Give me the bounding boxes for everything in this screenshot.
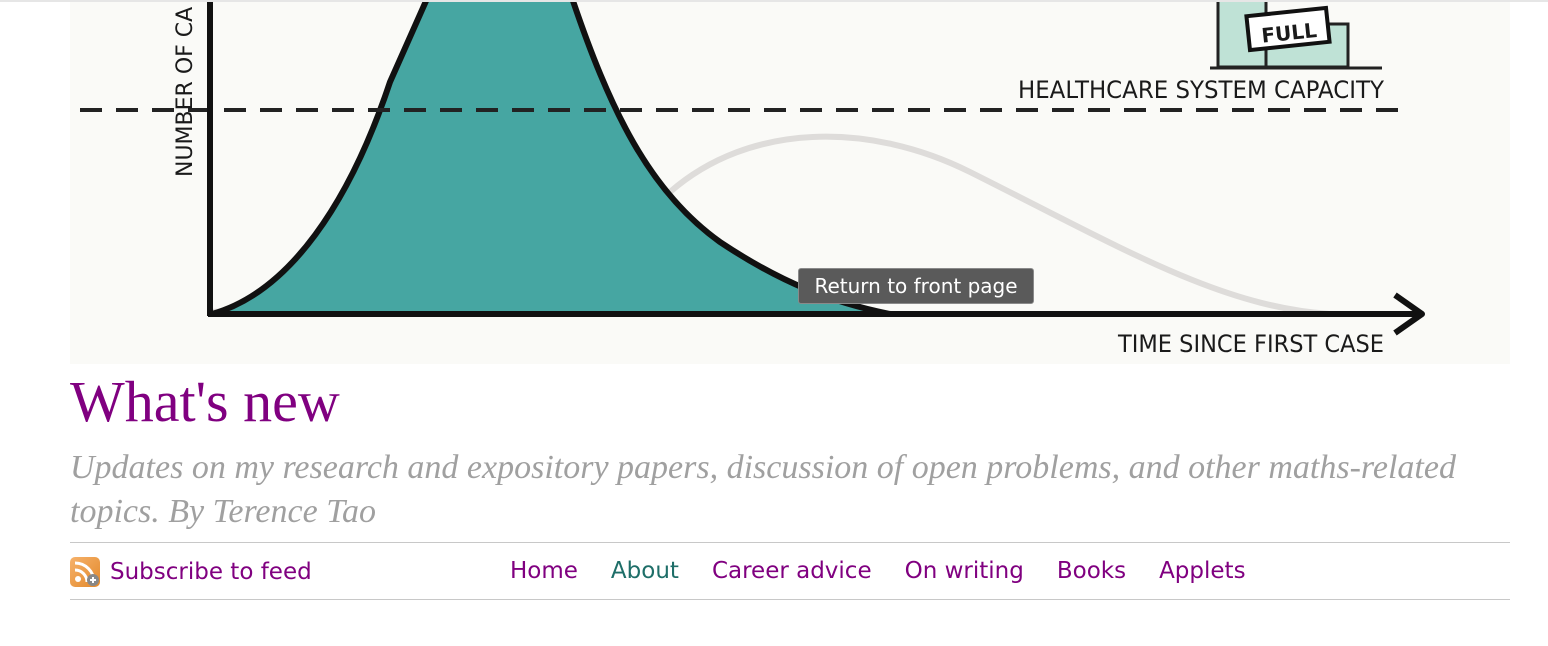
subscribe-feed-link[interactable]: Subscribe to feed: [110, 559, 312, 585]
menu-item-career-advice[interactable]: Career advice: [711, 558, 872, 584]
menu-item-books[interactable]: Books: [1056, 558, 1127, 584]
y-axis-label: NUMBER OF CA: [173, 7, 198, 177]
feed-subscribe: Subscribe to feed: [70, 557, 312, 587]
menu-item-home[interactable]: Home: [510, 558, 578, 584]
x-axis-label: TIME SINCE FIRST CASE: [1117, 330, 1384, 358]
main-menu: Home About Career advice On writing Book…: [510, 556, 1279, 586]
rss-feed-icon[interactable]: [70, 557, 100, 587]
hospital-sign-text: FULL: [1260, 18, 1318, 48]
menu-item-about[interactable]: About: [610, 558, 679, 584]
hospital-icon: [1210, 2, 1382, 70]
capacity-label: HEALTHCARE SYSTEM CAPACITY: [1018, 76, 1384, 104]
x-axis-arrow: [1393, 292, 1425, 336]
top-border: [0, 0, 1548, 2]
menu-item-on-writing[interactable]: On writing: [904, 558, 1024, 584]
header-image-link[interactable]: FULL HEALTHCARE SYSTEM CAPACITY TIME SIN…: [70, 2, 1510, 364]
site-title[interactable]: What's new: [70, 369, 340, 434]
menu-item-applets[interactable]: Applets: [1159, 558, 1246, 584]
site-tagline: Updates on my research and expository pa…: [70, 449, 1456, 530]
navigation-bar: Subscribe to feed Home About Career advi…: [70, 542, 1510, 600]
tooltip: Return to front page: [798, 268, 1034, 304]
flatten-the-curve-illustration: FULL HEALTHCARE SYSTEM CAPACITY TIME SIN…: [80, 2, 1425, 358]
peak-curve: [209, 2, 893, 317]
